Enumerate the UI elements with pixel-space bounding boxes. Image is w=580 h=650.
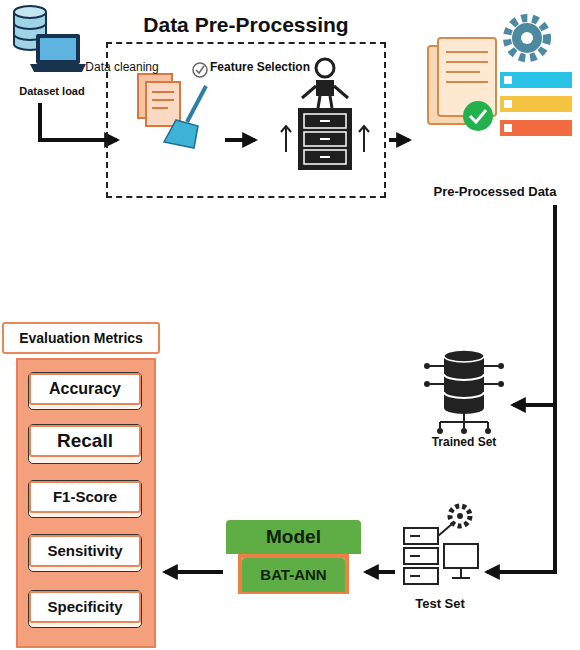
node-label: Evaluation Metrics bbox=[2, 322, 160, 354]
flow-arrow bbox=[389, 138, 409, 142]
test-set-node: Test Set bbox=[398, 500, 482, 614]
flow-arrow bbox=[366, 570, 395, 574]
cleaning-icon-part bbox=[196, 66, 204, 73]
database-laptop-icon-part bbox=[14, 6, 46, 18]
node-label: F1-Score bbox=[29, 481, 141, 513]
database-laptop-icon-part bbox=[40, 38, 76, 60]
trained-set-icon-part bbox=[437, 428, 443, 434]
node-label: Data cleaning bbox=[72, 52, 172, 82]
trained-set-icon-part bbox=[424, 363, 430, 369]
preprocessed-data-icon-part bbox=[504, 100, 512, 108]
preprocessed-data-icon-part bbox=[446, 52, 488, 82]
bat-ann-box: BAT-ANN bbox=[238, 554, 349, 594]
cleaning-icon-part bbox=[187, 86, 206, 122]
node-label: Sensitivity bbox=[29, 535, 141, 567]
preprocessed-data-icon-part bbox=[463, 101, 493, 131]
model-node: ModelBAT-ANN bbox=[226, 520, 361, 600]
node-label: Recall bbox=[29, 425, 141, 457]
test-set-icon-part bbox=[444, 544, 478, 568]
metric-box: Sensitivity bbox=[28, 534, 142, 572]
test-set-icon bbox=[404, 506, 478, 584]
cleaning-icon-part bbox=[152, 92, 174, 108]
node-label: Test Set bbox=[415, 597, 465, 612]
preprocessed-data-icon-part bbox=[504, 76, 512, 84]
trained-set-icon-part bbox=[444, 356, 484, 414]
trained-set-icon-part bbox=[444, 350, 484, 362]
node-label: Pre-Processed Data bbox=[434, 185, 557, 200]
test-set-icon-part bbox=[404, 568, 438, 584]
node-label: Model bbox=[226, 520, 361, 554]
preprocessed-data-icon-part bbox=[521, 32, 533, 44]
metric-box: Recall bbox=[28, 424, 142, 464]
cleaning-icon-part bbox=[164, 120, 198, 148]
preprocessing-group: Data Pre-ProcessingData cleaningFeature … bbox=[106, 10, 386, 198]
cleaning-node: Data cleaning bbox=[122, 52, 222, 177]
trained-set-icon-part bbox=[461, 428, 467, 434]
metric-box: F1-Score bbox=[28, 480, 142, 518]
preprocessed-node: Pre-Processed Data bbox=[414, 6, 576, 202]
trained-set-icon-part bbox=[498, 381, 504, 387]
trained-set-icon-part bbox=[498, 363, 504, 369]
preprocessed-data-icon-part bbox=[512, 23, 542, 53]
flow-arrow bbox=[165, 570, 223, 574]
test-set-icon-part bbox=[404, 528, 438, 544]
test-set-icon-part bbox=[410, 536, 420, 576]
flow-arrow bbox=[225, 138, 255, 142]
node-label: Specificity bbox=[29, 591, 141, 623]
database-laptop-icon-part bbox=[36, 34, 80, 64]
test-set-icon-part bbox=[438, 524, 470, 578]
preprocessed-data-icon-part bbox=[500, 72, 572, 88]
feature-node: Feature Selection bbox=[260, 52, 376, 192]
node-label: Data Pre-Processing bbox=[106, 10, 386, 40]
feature-selection-icon-part bbox=[281, 126, 369, 152]
test-set-icon-part bbox=[404, 548, 438, 564]
database-laptop-icon-part bbox=[30, 64, 86, 72]
flow-arrow bbox=[513, 205, 555, 405]
trained-set-icon-part bbox=[444, 374, 484, 398]
trained-set-icon-part bbox=[424, 381, 430, 387]
preprocessed-data-icon-part bbox=[470, 110, 486, 122]
dataset-node: Dataset load bbox=[0, 2, 104, 100]
feature-selection-icon-part bbox=[320, 121, 330, 157]
test-set-icon-part bbox=[457, 513, 463, 519]
trained-set-icon-part bbox=[430, 366, 498, 428]
feature-selection-icon-part bbox=[298, 108, 352, 170]
metric-box: Specificity bbox=[28, 590, 142, 628]
preprocessed-data-icon-part bbox=[500, 120, 572, 136]
database-laptop-icon bbox=[14, 6, 86, 72]
feature-selection-icon bbox=[281, 59, 369, 170]
trained-set-node: Trained Set bbox=[420, 340, 508, 452]
preprocessed-data-icon-part bbox=[507, 18, 547, 58]
node-label: BAT-ANN bbox=[242, 558, 345, 592]
node-label: Trained Set bbox=[432, 436, 497, 450]
metric-box: Accuracy bbox=[28, 372, 142, 410]
node-label: Dataset load bbox=[19, 85, 84, 98]
feature-selection-icon-part bbox=[316, 80, 334, 96]
preprocessed-data-icon bbox=[428, 18, 572, 136]
feature-selection-icon-part bbox=[316, 59, 334, 77]
cleaning-icon bbox=[138, 63, 207, 148]
metrics-panel: Evaluation MetricsAccuracyRecallF1-Score… bbox=[2, 322, 160, 648]
trained-set-icon-part bbox=[485, 428, 491, 434]
cleaning-icon-part bbox=[146, 82, 180, 126]
feature-selection-icon-part bbox=[302, 86, 348, 108]
preprocessed-data-icon-part bbox=[500, 96, 572, 112]
node-label: Accuracy bbox=[29, 373, 141, 405]
node-label: Feature Selection bbox=[202, 52, 318, 82]
preprocessed-data-icon-part bbox=[504, 124, 512, 132]
flow-arrow bbox=[487, 205, 555, 572]
test-set-icon-part bbox=[450, 506, 470, 526]
cleaning-icon-part bbox=[193, 63, 207, 77]
trained-set-icon bbox=[424, 350, 504, 434]
